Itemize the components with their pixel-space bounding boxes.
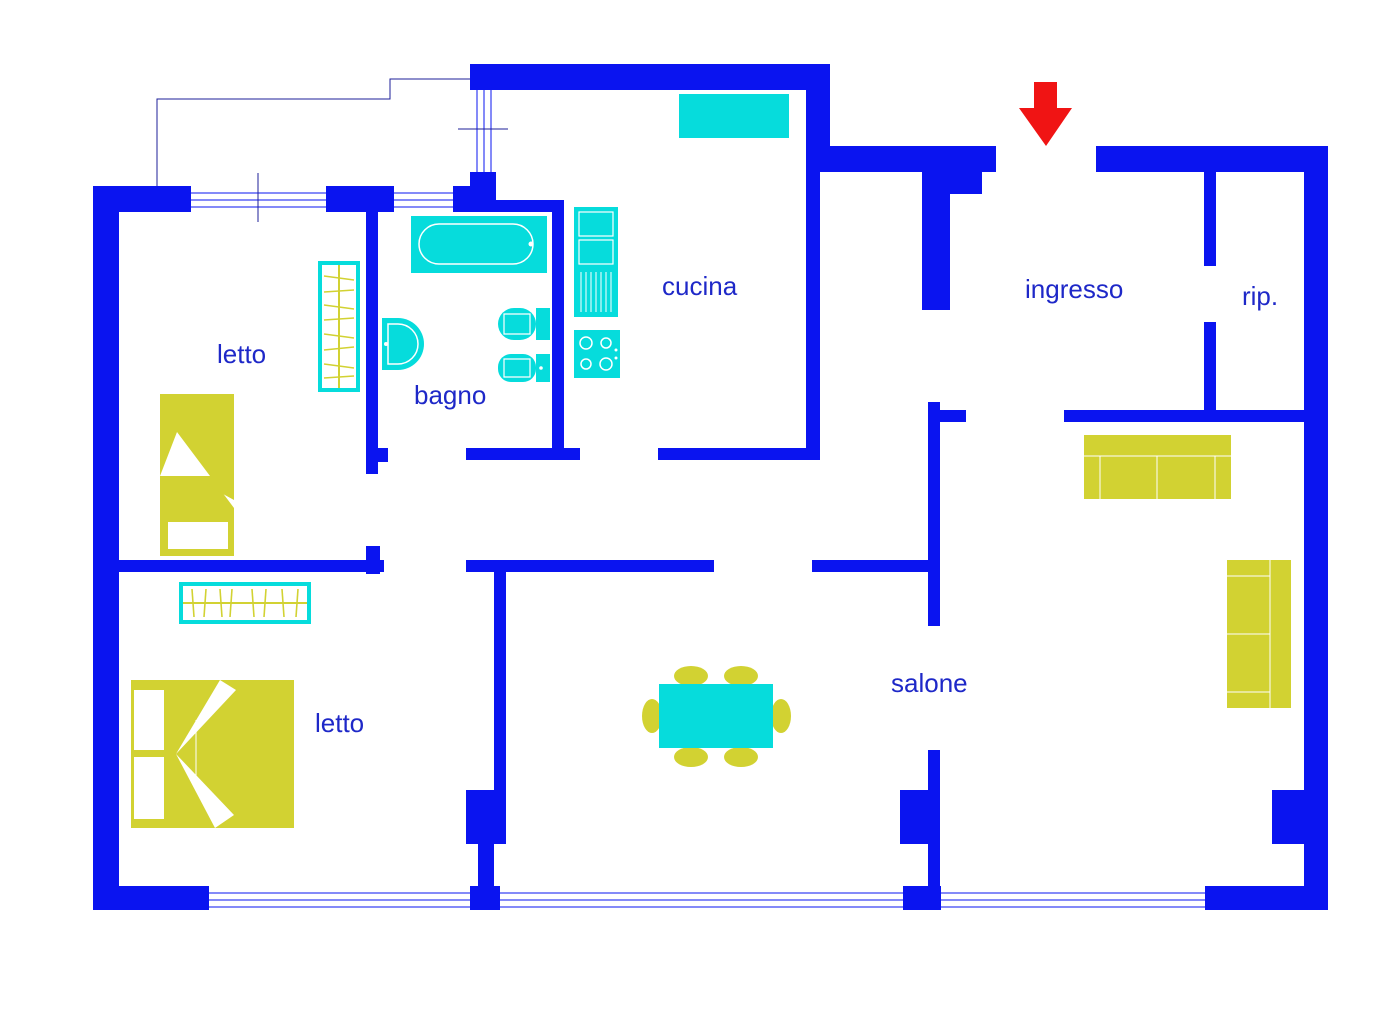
bathtub [411,216,547,273]
room-label-ingresso: ingresso [1025,274,1123,304]
balcony-outline [156,78,470,186]
room-label-cucina: cucina [662,271,738,301]
bath-sink [382,318,424,370]
room-label-bagno: bagno [414,380,486,410]
single-bed [160,394,234,556]
stove [574,330,620,378]
double-bed [131,680,294,828]
windows [191,90,1205,908]
room-label-ripostiglio: rip. [1242,281,1278,311]
wardrobe-lower [179,582,311,624]
room-label-salone: salone [891,668,968,698]
interior-walls [119,172,1306,892]
wardrobe-upper [318,261,360,392]
kitchen-counter [679,94,789,138]
sofa-horizontal [1084,435,1231,499]
room-label-letto-upper: letto [217,339,266,369]
dining-table [642,666,791,767]
sofa-vertical [1227,560,1291,708]
entrance-arrow-icon [1019,82,1072,146]
outer-walls [93,64,1328,910]
room-label-letto-lower: letto [315,708,364,738]
toilet [498,308,550,340]
bidet [498,354,550,382]
kitchen-sink [574,207,618,317]
